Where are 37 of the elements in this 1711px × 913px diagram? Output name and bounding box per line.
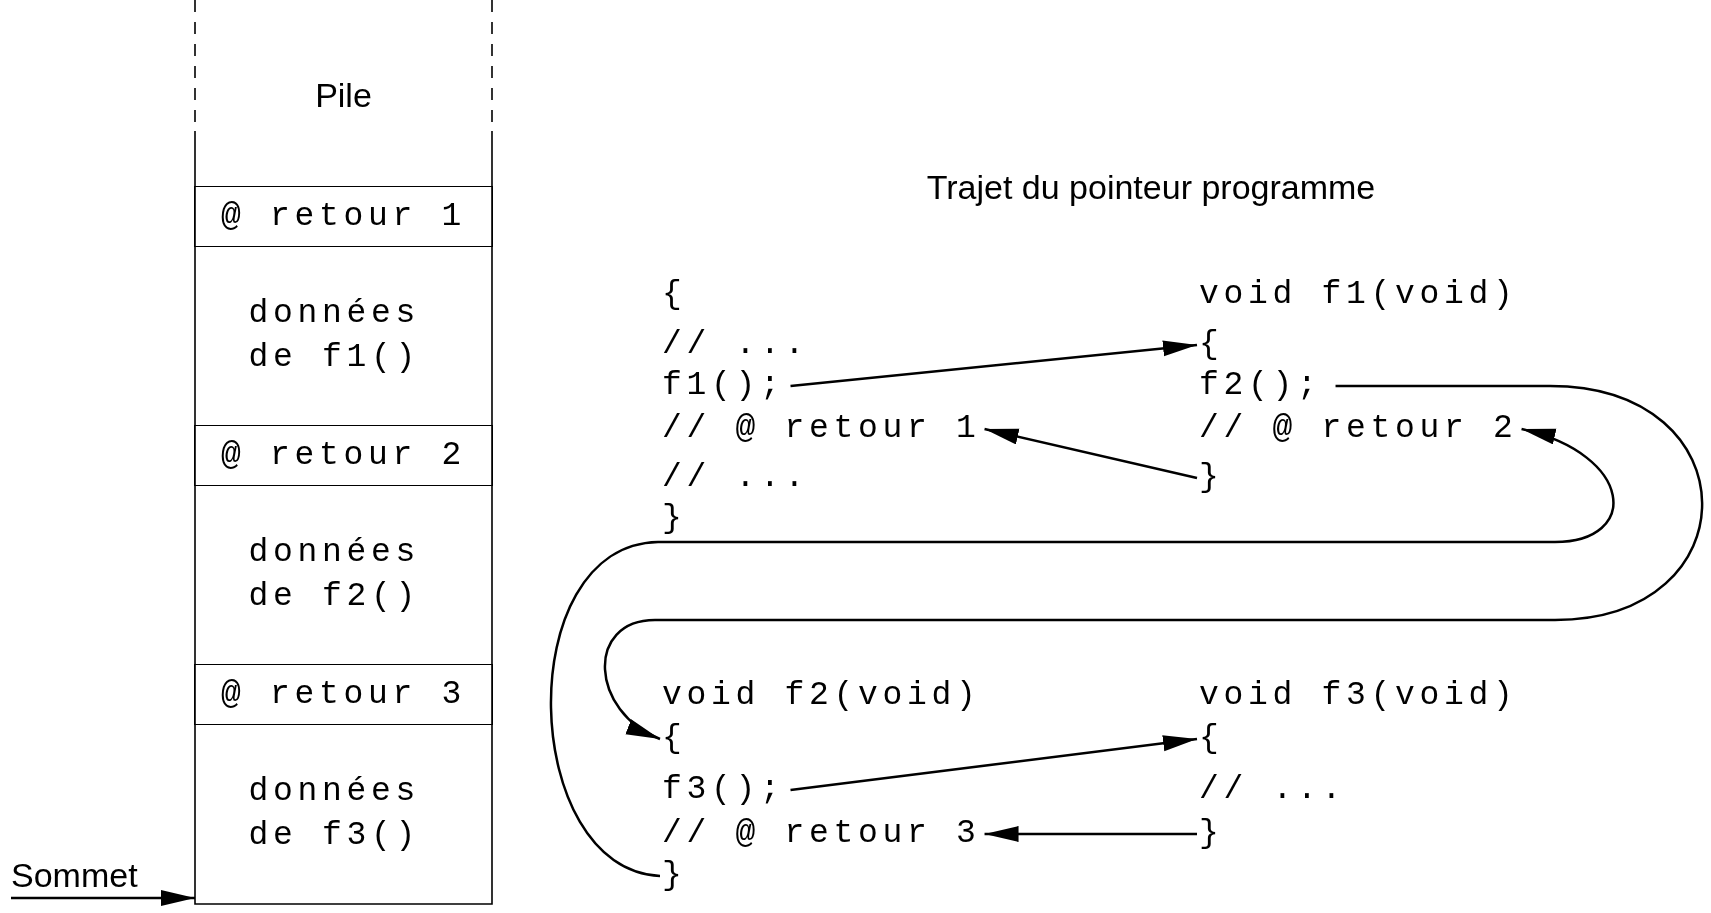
code-line: f3(); [662, 771, 785, 809]
code-line: void f3(void) [1199, 677, 1518, 715]
code-line: // @ retour 2 [1199, 410, 1518, 448]
return-address-slot: @ retour 3 [194, 664, 493, 725]
pointer-label: Sommet [11, 856, 138, 895]
stack-frame-data: données de f3() [194, 724, 493, 904]
return-address-slot: @ retour 1 [194, 186, 493, 247]
code-line: { [662, 720, 687, 758]
code-line: f2(); [1199, 367, 1322, 405]
arrow [550, 427, 1615, 878]
code-line: // @ retour 1 [662, 410, 981, 448]
code-line: // ... [662, 459, 810, 497]
code-line: { [1199, 720, 1224, 758]
arrow [11, 890, 195, 906]
stack-frame-data: données de f1() [194, 246, 493, 426]
return-address-slot: @ retour 2 [194, 425, 493, 486]
arrow [984, 826, 1197, 842]
code-line: // @ retour 3 [662, 815, 981, 853]
code-line: } [662, 500, 687, 538]
code-line: // ... [662, 326, 810, 364]
arrow [984, 427, 1198, 480]
code-line: } [1199, 815, 1224, 853]
stack-column [194, 0, 493, 905]
arrow [790, 735, 1198, 792]
code-line: void f2(void) [662, 677, 981, 715]
code-line: f1(); [662, 367, 785, 405]
code-line: void f1(void) [1199, 276, 1518, 314]
code-line: { [662, 276, 687, 314]
code-line: } [662, 857, 687, 895]
stack-frame-data: données de f2() [194, 485, 493, 665]
arrow [604, 384, 1703, 741]
arrow [790, 340, 1198, 388]
code-line: { [1199, 326, 1224, 364]
stack-title: Pile [314, 76, 373, 115]
code-line: // ... [1199, 771, 1347, 809]
code-line: } [1199, 459, 1224, 497]
section-title: Trajet du pointeur programme [925, 168, 1377, 207]
